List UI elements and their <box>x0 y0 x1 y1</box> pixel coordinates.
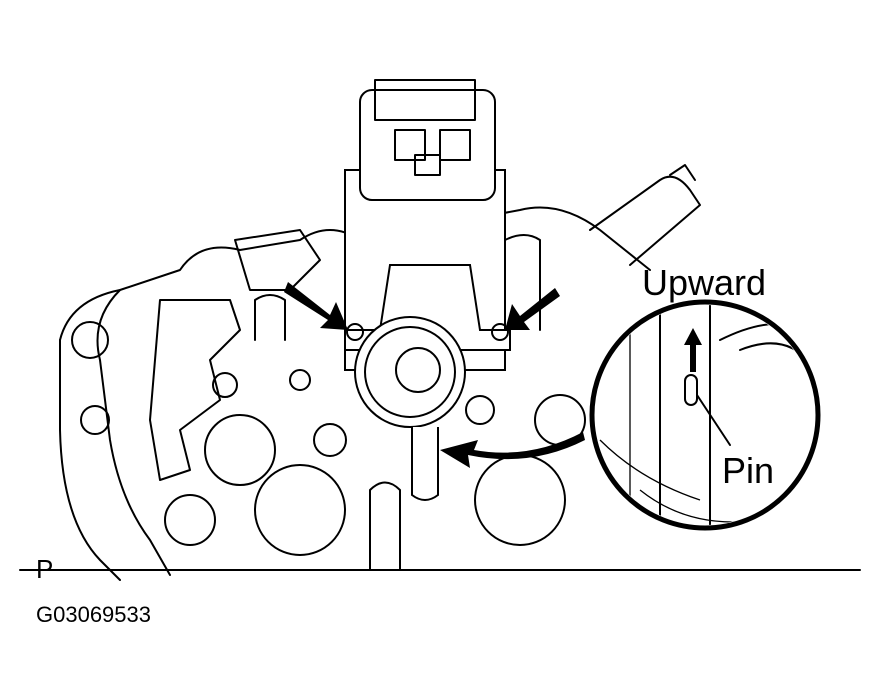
pin-label: Pin <box>722 450 775 491</box>
curved-arrow-to-pin-icon <box>440 432 585 468</box>
upward-label: Upward <box>642 262 767 303</box>
sensor-bracket <box>344 264 511 501</box>
pointer-arrows <box>284 282 585 468</box>
figure-code: G03069533 <box>36 602 151 627</box>
arrow-pointer-right-icon <box>505 288 560 330</box>
upward-arrow-icon <box>684 328 702 372</box>
detail-callout <box>589 299 821 531</box>
arrow-pointer-left-icon <box>284 282 348 330</box>
view-label: P <box>36 554 54 584</box>
